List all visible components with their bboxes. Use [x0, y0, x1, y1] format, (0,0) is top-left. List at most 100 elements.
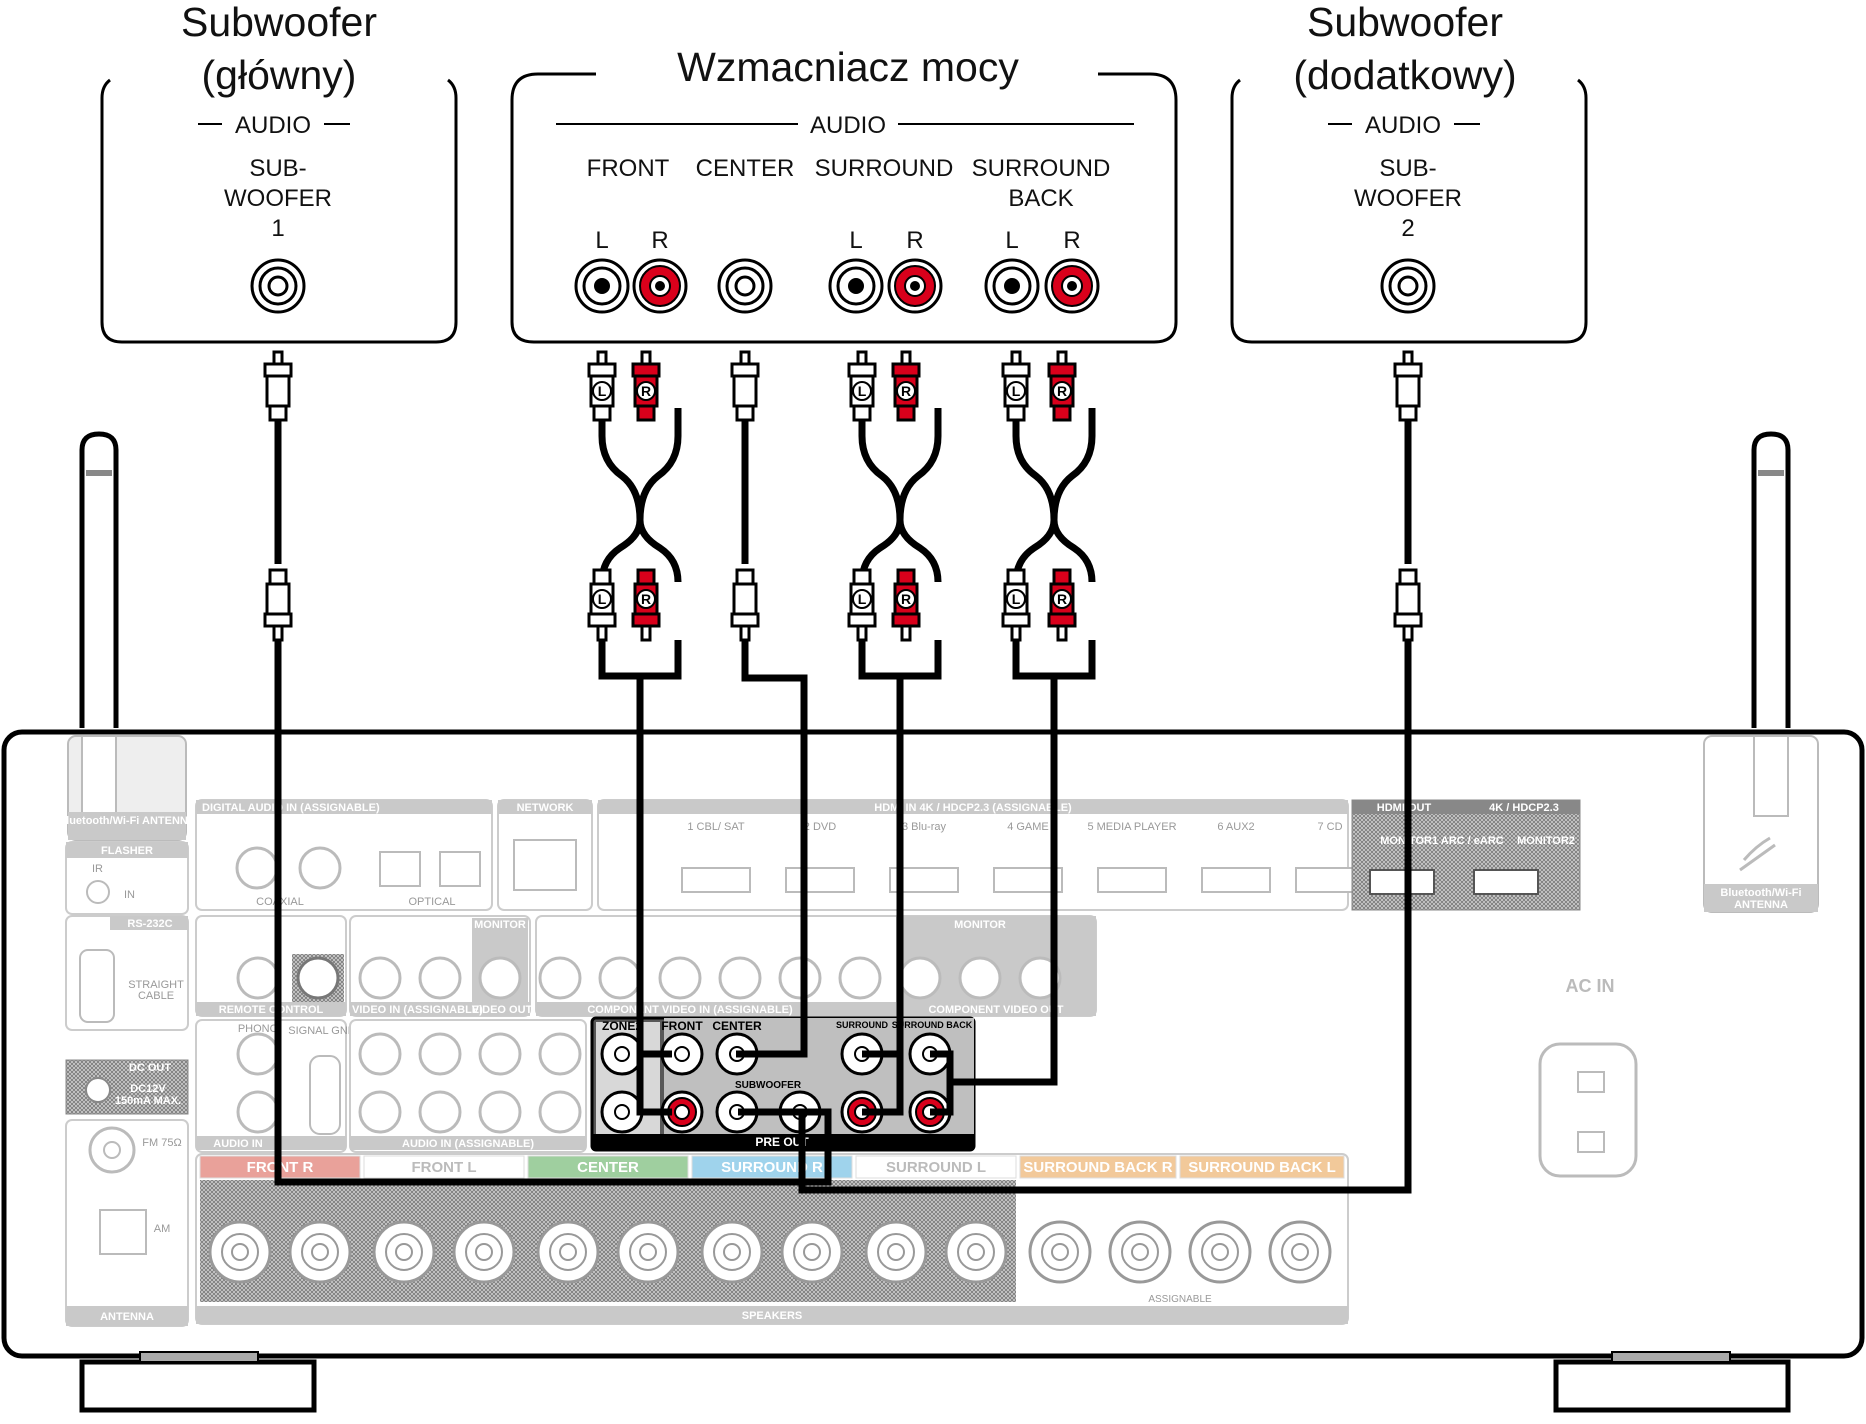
pre-out-label: PRE OUT [755, 1135, 809, 1149]
plug-top-surround-back-l: L [1001, 350, 1031, 422]
subwoofer-extra-device: Subwoofer (dodatkowy) AUDIO SUB- WOOFER … [1230, 0, 1588, 344]
amp-surround-back-label-1: SURROUND [972, 155, 1111, 182]
amp-front-label: FRONT [587, 155, 670, 182]
optical-label: OPTICAL [408, 896, 455, 908]
svg-text:L: L [1012, 591, 1021, 607]
digital-audio-in-label: DIGITAL AUDIO IN (ASSIGNABLE) [202, 802, 380, 814]
pre-out-surround-back-label: SURROUND BACK [892, 1020, 973, 1030]
assignable-label: ASSIGNABLE [1148, 1294, 1212, 1305]
sub-extra-title-1: Subwoofer [1307, 0, 1503, 45]
hdmi-out-spec-label: 4K / HDCP2.3 [1489, 802, 1559, 814]
speaker-terminals [208, 1220, 1332, 1284]
subwoofer-main-device: Subwoofer (główny) AUDIO SUB- WOOFER 1 [100, 0, 458, 344]
plug-bottom-sub-extra [1393, 568, 1423, 642]
sub-extra-audio-label: AUDIO [1365, 112, 1441, 139]
component-jack [598, 956, 642, 1000]
ir-label: IR [92, 863, 103, 875]
sub-extra-jack-2: WOOFER [1354, 185, 1462, 212]
plug-top-surround-r: R [891, 350, 921, 422]
speaker-label: FRONT L [412, 1159, 477, 1176]
hdmi-out-label: HDMI OUT [1377, 802, 1432, 814]
bt-antenna-right-label-1: Bluetooth/Wi-Fi [1720, 887, 1801, 899]
sub-main-jack-1: SUB- [249, 155, 306, 182]
amp-surround-label: SURROUND [815, 155, 954, 182]
svg-text:R: R [901, 383, 911, 399]
audio-in-jack [478, 1032, 522, 1076]
phono-label: PHONO [238, 1023, 279, 1035]
lan-port [513, 839, 577, 891]
zone2-l-jack-center [614, 1046, 630, 1062]
ac-inlet [1538, 1042, 1638, 1178]
audio-in-jack [418, 1032, 462, 1076]
amp-title: Wzmacniacz mocy [677, 44, 1019, 90]
hdmi-input-port [785, 867, 855, 893]
pre-out-front-r-jack-center [674, 1104, 690, 1120]
sub-extra-jack [1380, 258, 1436, 314]
plug-bottom-front-r: R [631, 568, 661, 642]
route-surround-back [930, 640, 1096, 1116]
network-label: NETWORK [517, 802, 574, 814]
svg-text:R: R [1057, 591, 1067, 607]
plug-top-surround-back-r: R [1047, 350, 1077, 422]
antenna-right: Bluetooth/Wi-Fi ANTENNA [1703, 431, 1819, 913]
hdmi-input-label: 6 AUX2 [1217, 821, 1254, 833]
receiver: Bluetooth/Wi-Fi ANTENNA Bluetooth/Wi-Fi … [1, 431, 1865, 1413]
audio-in-jack [538, 1090, 582, 1134]
hdmi-input-label: 7 CD [1317, 821, 1342, 833]
plug-bottom-surround-back-r: R [1047, 568, 1077, 642]
speaker-label: SURROUND BACK R [1023, 1159, 1172, 1176]
audio-in-jack [538, 1032, 582, 1076]
speaker-terminal-core [887, 1243, 905, 1261]
component-out-label: COMPONENT VIDEO OUT [928, 1004, 1063, 1016]
ac-in-label: AC IN [1566, 976, 1615, 996]
component-jacks [538, 956, 1062, 1000]
rs232c-label: RS-232C [127, 918, 172, 930]
pre-out-subwoofer-label: SUBWOOFER [735, 1080, 802, 1091]
plug-bottom-sub-main [263, 568, 293, 642]
hdmi-input-label: 3 Blu-ray [902, 821, 947, 833]
component-jack [778, 956, 822, 1000]
signal-gnd-label: SIGNAL GND [288, 1025, 355, 1037]
hdmi-input-label: 5 MEDIA PLAYER [1087, 821, 1176, 833]
sub-extra-title-2: (dodatkowy) [1293, 52, 1516, 98]
svg-text:L: L [858, 591, 867, 607]
video-in-label: VIDEO IN (ASSIGNABLE) [352, 1004, 483, 1016]
hdmi-input-port [1201, 867, 1271, 893]
audio-in-jack [358, 1090, 402, 1134]
speaker-terminal-core [475, 1243, 493, 1261]
amp-surround-back-r-jack [1044, 258, 1100, 314]
component-monitor-label: MONITOR [954, 919, 1006, 931]
amp-front-l: L [595, 227, 608, 254]
hdmi-input-label: 4 GAME [1007, 821, 1049, 833]
speaker-terminal-core [231, 1243, 249, 1261]
monitor1-label: MONITOR1 ARC / eARC [1380, 835, 1504, 847]
sub-main-title-1: Subwoofer [181, 0, 377, 45]
speaker-terminal-core [803, 1243, 821, 1261]
zone2-label: ZONE2 [602, 1019, 642, 1033]
plug-bottom-surround-r: R [891, 568, 921, 642]
receiver-foot-right-top [1611, 1351, 1731, 1363]
speaker-terminal-core [1131, 1243, 1149, 1261]
speaker-terminal-core [559, 1243, 577, 1261]
amp-front-r-jack [632, 258, 688, 314]
amp-center-jack [717, 258, 773, 314]
speaker-label: SURROUND R [721, 1159, 823, 1176]
amp-surround-r-jack [887, 258, 943, 314]
straight-cable-label-2: CABLE [138, 990, 174, 1002]
cable-surround-back-y [1012, 408, 1096, 583]
speaker-label-box [691, 1155, 853, 1179]
route-surround-r [862, 1054, 904, 1116]
plug-top-sub-main [263, 350, 293, 422]
amp-audio-label: AUDIO [810, 112, 886, 139]
antenna-left: Bluetooth/Wi-Fi ANTENNA [58, 431, 196, 841]
component-jack [538, 956, 582, 1000]
monitor2-label: MONITOR2 [1517, 835, 1575, 847]
route-center [736, 640, 808, 1058]
hdmi-input-port [681, 867, 751, 893]
speaker-terminal-core [639, 1243, 657, 1261]
dc-spec-2: 150mA MAX. [115, 1095, 181, 1107]
video-out-label: VIDEO OUT [472, 1004, 533, 1016]
hdmi-input-label: 2 DVD [804, 821, 836, 833]
speaker-label-box [363, 1155, 525, 1179]
